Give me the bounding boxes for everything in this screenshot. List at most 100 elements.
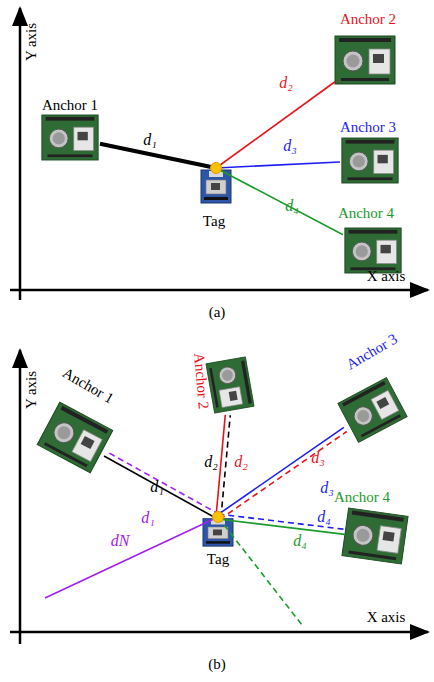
- chip: [381, 245, 391, 253]
- tag-node: Tag: [200, 168, 232, 204]
- pcb: [203, 519, 233, 547]
- pin-header: [341, 78, 389, 81]
- node-label: Tag: [203, 214, 225, 229]
- pin-header: [241, 360, 252, 403]
- pin-header: [206, 541, 230, 544]
- coin-cell: [349, 152, 368, 171]
- distance-label: d₂: [204, 454, 218, 470]
- chip: [81, 436, 95, 449]
- panel-label: (a): [209, 305, 226, 320]
- node-label: Anchor 2: [340, 12, 396, 27]
- node-label: Anchor 2: [191, 352, 211, 409]
- coin-cell-face: [356, 528, 371, 543]
- node-label: Tag: [207, 552, 229, 567]
- node-label: Anchor 4: [334, 490, 390, 505]
- anchor-node: Anchor 2: [335, 35, 395, 85]
- distance-label: d₃: [311, 450, 325, 466]
- board-drawing: [343, 228, 403, 273]
- range-connector: [100, 144, 216, 168]
- pin-header: [349, 230, 398, 234]
- pin-header: [352, 511, 404, 522]
- tag-board: [201, 170, 231, 203]
- range-connector: [220, 432, 347, 520]
- coin-cell-face: [221, 369, 234, 382]
- tag-dot: [213, 512, 224, 523]
- axes-a: [10, 8, 428, 300]
- board-drawing: [335, 35, 395, 85]
- chip: [213, 530, 222, 536]
- distance-label: d₂: [279, 75, 293, 91]
- axis-label: Y axis: [24, 371, 39, 409]
- board-drawing: [45, 410, 105, 465]
- range-connector: [216, 82, 335, 168]
- tag-dot: [211, 163, 222, 174]
- chip: [78, 132, 88, 140]
- chip: [376, 397, 389, 409]
- coin-cell-face: [55, 424, 73, 442]
- node-label: Anchor 3: [340, 120, 396, 135]
- distance-label: d₁: [141, 510, 155, 526]
- distance-label: d₃: [283, 138, 297, 154]
- pin-header: [348, 550, 396, 560]
- board-drawing: [40, 115, 100, 160]
- board-drawing: [202, 517, 234, 547]
- pin-header: [361, 414, 401, 437]
- uwb-module: [377, 526, 401, 554]
- chip: [211, 183, 220, 190]
- uwb-module: [374, 150, 394, 173]
- anchor-board: [342, 138, 398, 183]
- pcb: [342, 508, 408, 564]
- uwb-module: [206, 180, 226, 194]
- anchor-node: Anchor 1: [45, 410, 105, 465]
- pin-header: [204, 197, 228, 200]
- node-label: Anchor 4: [338, 206, 394, 221]
- y-axis-line: [19, 350, 22, 644]
- anchor-node: Anchor 4: [345, 512, 405, 560]
- antenna: [211, 520, 225, 525]
- distance-label: d₁: [150, 479, 164, 495]
- coin-cell: [352, 524, 375, 547]
- range-connector: [216, 168, 343, 235]
- pcb: [342, 138, 398, 183]
- chip: [378, 155, 388, 163]
- x-axis-line: [10, 289, 428, 292]
- pin-header: [48, 154, 93, 157]
- uwb-module: [371, 390, 399, 419]
- pin-header: [44, 442, 88, 467]
- chip: [373, 54, 384, 63]
- board-drawing: [205, 355, 255, 415]
- range-connector: [104, 456, 217, 519]
- free-lines: [45, 517, 302, 625]
- anchor-board: [342, 508, 408, 564]
- coin-cell-face: [356, 245, 368, 257]
- coin-cell-face: [355, 408, 371, 424]
- board-drawing: [340, 138, 400, 183]
- coin-cell: [351, 404, 376, 429]
- uwb-module: [369, 49, 390, 74]
- pin-header: [348, 177, 393, 180]
- axis-label: X axis: [367, 610, 406, 625]
- range-connector: [216, 162, 340, 168]
- coin-cell: [49, 129, 68, 148]
- pin-header: [46, 117, 95, 121]
- coin-cell-face: [353, 155, 365, 167]
- range-connector: [221, 415, 230, 517]
- distance-label: d₄: [285, 198, 299, 214]
- distance-label: d₄: [293, 533, 307, 549]
- pcb: [206, 357, 254, 413]
- axes-b: [10, 350, 428, 644]
- range-line: [45, 517, 218, 598]
- anchor-node: Anchor 2: [205, 355, 255, 415]
- pcb: [335, 36, 395, 84]
- pcb: [345, 228, 401, 273]
- anchor-board: [42, 115, 98, 160]
- board-drawing: [345, 385, 400, 435]
- uwb-module: [74, 127, 94, 150]
- axis-label: Y axis: [24, 23, 39, 61]
- pcb: [338, 378, 407, 443]
- node-label: Anchor 1: [42, 98, 98, 113]
